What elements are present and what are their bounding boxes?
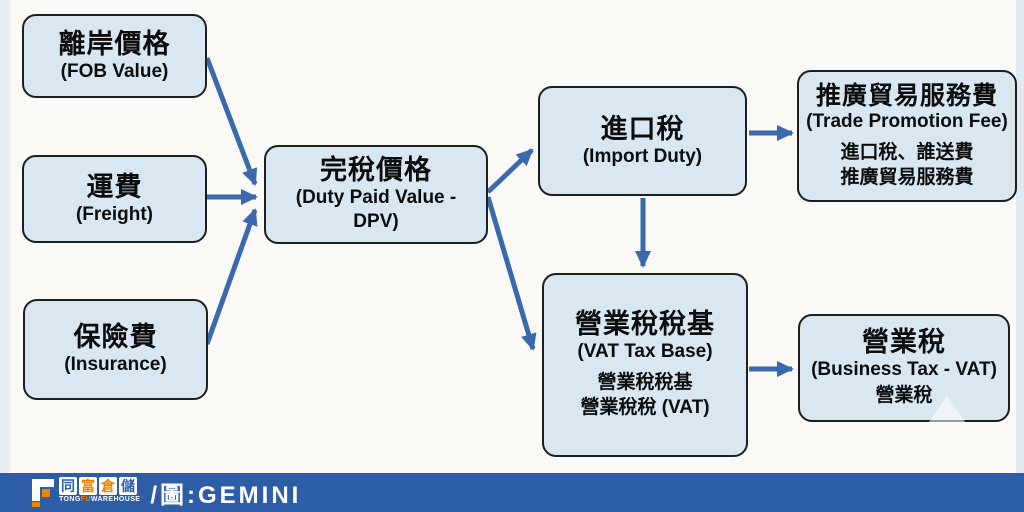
insurance-box: 保險費 (Insurance) [23,299,208,400]
tongfu-warehouse-logo: 同 富 倉 儲 TONGFUWAREHOUSE [32,477,140,508]
import-duty-subtitle: (Import Duty) [582,145,703,167]
left-edge-strip [0,0,10,473]
footer-bar: 同 富 倉 儲 TONGFUWAREHOUSE /圖:GEMINI [0,473,1024,512]
vat-tax-base-line1: 營業稅稅基 [597,372,693,394]
fob-subtitle: (FOB Value) [60,60,169,82]
vat-tax-base-box: 營業稅稅基 (VAT Tax Base) 營業稅稅基 營業稅稅 (VAT) [542,273,748,457]
business-tax-detail: 營業稅 [875,384,932,409]
vat-tax-base-detail: 營業稅稅基 營業稅稅 (VAT) [580,371,709,420]
business-tax-line1: 營業稅 [875,385,933,407]
logo-char-fu: 富 [79,477,97,495]
image-credit: /圖:GEMINI [150,482,302,509]
import-duty-box: 進口稅 (Import Duty) [538,86,747,196]
insurance-subtitle: (Insurance) [64,354,167,376]
play-triangle-watermark [928,396,966,423]
import-duty-title: 進口稅 [600,113,685,144]
arrow-insurance-to-dpv [204,208,258,345]
vat-tax-base-subtitle: (VAT Tax Base) [577,341,713,363]
trade-promotion-fee-box: 推廣貿易服務費 (Trade Promotion Fee) 進口稅、誰送費 推廣… [797,70,1017,202]
fob-box: 離岸價格 (FOB Value) [22,14,207,98]
trade-promotion-fee-line2: 推廣貿易服務費 [840,166,974,188]
trade-promotion-fee-title: 推廣貿易服務費 [815,81,998,110]
arrow-dpv-to-vat-tax-base [485,196,537,351]
trade-promotion-fee-subtitle: (Trade Promotion Fee) [806,111,1008,133]
logo-char-chu: 儲 [119,477,137,495]
arrow-fob-to-dpv [204,57,258,186]
freight-box: 運費 (Freight) [22,155,207,243]
freight-title: 運費 [86,171,143,202]
fob-title: 離岸價格 [58,28,171,59]
freight-subtitle: (Freight) [75,203,154,225]
logo-latin-name: TONGFUWAREHOUSE [59,496,141,503]
trade-promotion-fee-detail: 進口稅、誰送費 推廣貿易服務費 [840,141,973,190]
dpv-subtitle: (Duty Paid Value - DPV) [295,187,457,233]
insurance-title: 保險費 [73,322,158,353]
dpv-box: 完稅價格 (Duty Paid Value - DPV) [264,145,488,244]
business-tax-subtitle: (Business Tax - VAT) [811,359,997,381]
dpv-title: 完稅價格 [320,155,432,186]
right-edge-strip [1016,0,1024,473]
logo-char-cang: 倉 [99,477,117,495]
logo-char-tong: 同 [59,477,77,495]
arrow-dpv-to-import-duty [486,148,534,194]
business-tax-title: 營業稅 [862,327,946,358]
vat-tax-base-title: 營業稅稅基 [575,309,715,340]
tongfu-logo-icon [32,477,56,508]
logo-character-tiles: 同 富 倉 儲 TONGFUWAREHOUSE [59,477,140,503]
trade-promotion-fee-line1: 進口稅、誰送費 [840,142,974,164]
business-tax-box: 營業稅 (Business Tax - VAT) 營業稅 [798,314,1010,422]
vat-tax-base-line2: 營業稅稅 (VAT) [580,396,710,418]
